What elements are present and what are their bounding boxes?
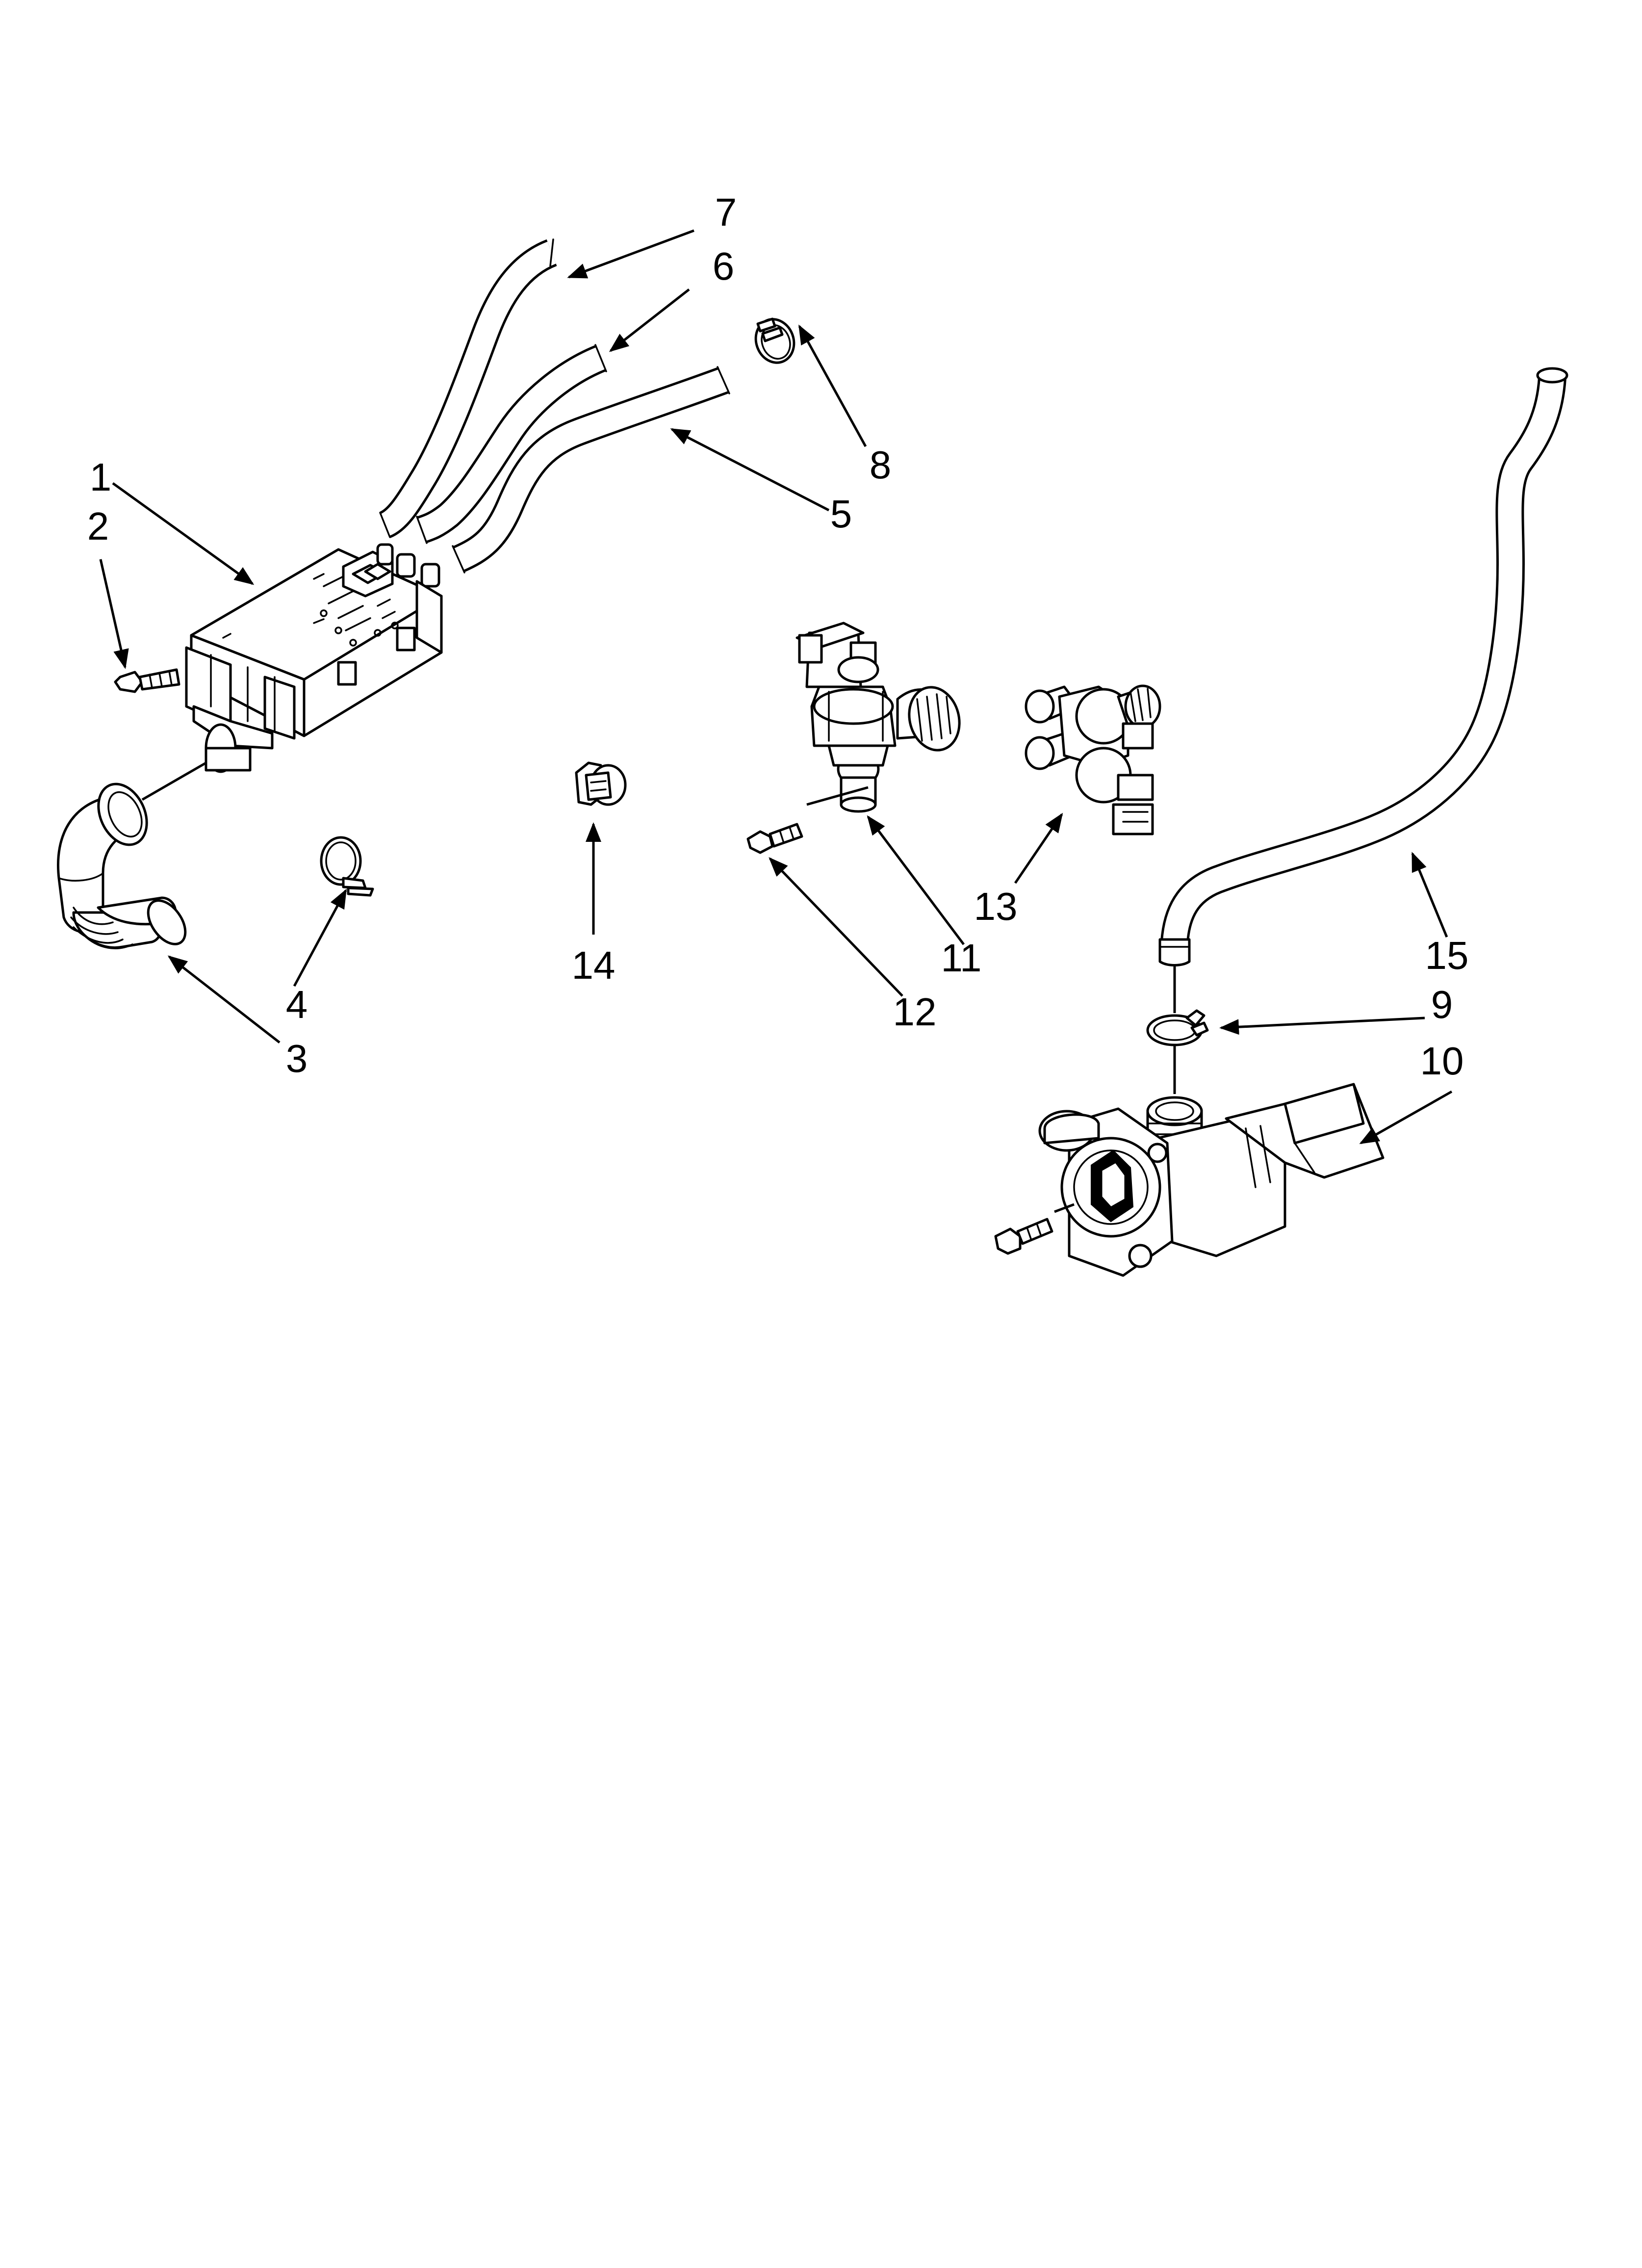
callout-4: 4 [286,983,308,1026]
dispenser-assembly [185,543,443,773]
callout-10: 10 [1420,1039,1464,1083]
bellows-hose-3 [57,761,207,949]
water-valve-11 [795,622,961,813]
leader-lines [99,229,1453,1213]
callout-9: 9 [1431,983,1453,1026]
callout-2: 2 [87,504,109,548]
water-valve-13 [1025,684,1161,835]
callout-6: 6 [713,244,735,288]
callout-3: 3 [286,1037,308,1080]
callout-12: 12 [893,990,937,1034]
callout-8: 8 [870,443,892,487]
clamp-4 [320,836,374,897]
callout-13: 13 [974,885,1018,928]
clip-14 [575,761,627,806]
drain-hose-15 [1158,367,1568,1013]
callout-15: 15 [1425,934,1469,977]
callout-1: 1 [90,455,112,499]
screw-2 [114,668,180,693]
callout-14: 14 [572,943,616,987]
clamp-9 [1146,1009,1209,1094]
inlet-hose-5 [452,366,730,574]
callout-7: 7 [715,190,737,234]
callout-11: 11 [941,936,981,980]
clamp-8 [754,317,795,364]
screw-12 [746,823,803,854]
drain-pump-10 [994,1083,1385,1277]
callout-5: 5 [830,492,852,536]
inlet-hose-6 [416,344,607,544]
inlet-hose-7 [379,238,558,538]
